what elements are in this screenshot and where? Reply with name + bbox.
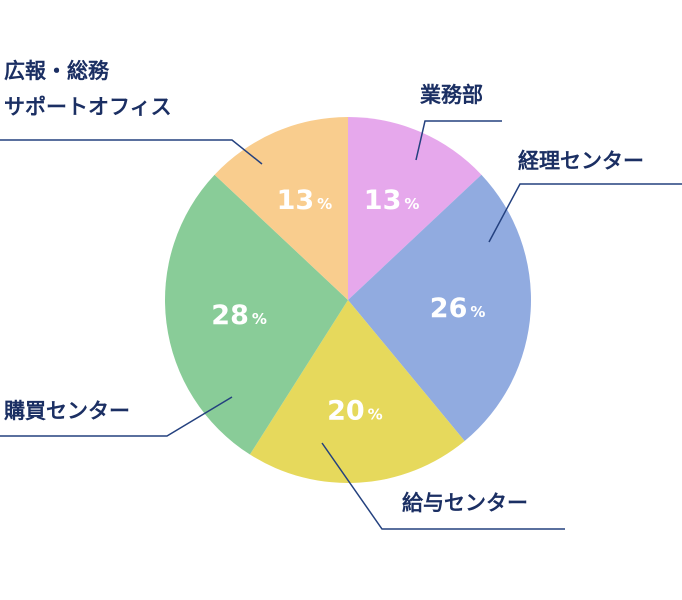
pie-slices: [165, 117, 531, 483]
category-label: 経理センター: [518, 149, 644, 173]
pie-slice: [348, 174, 531, 442]
slice-percentage-label: 26%: [430, 293, 486, 324]
pie-slice: [249, 300, 465, 483]
pie-slice: [165, 174, 348, 455]
category-label: 給与センター: [402, 491, 528, 515]
leader-line: [0, 396, 233, 437]
category-label: 広報・総務サポートオフィス: [4, 59, 172, 119]
category-label: 業務部: [420, 83, 483, 107]
pie-slice: [348, 117, 482, 300]
leader-line: [415, 120, 502, 161]
leader-line: [0, 139, 263, 165]
slice-percentage-label: 13%: [277, 185, 333, 216]
slice-percentage-label: 13%: [364, 185, 420, 216]
pie-slice: [214, 117, 348, 300]
slice-percentage-label: 20%: [327, 396, 383, 427]
leader-line: [488, 183, 682, 243]
leader-lines: [0, 120, 682, 530]
category-label: 購買センター: [3, 399, 130, 423]
leader-line: [321, 442, 565, 530]
slice-percentage-label: 28%: [211, 300, 267, 331]
percentage-labels: 13% 26% 20% 28% 13%: [211, 185, 485, 426]
